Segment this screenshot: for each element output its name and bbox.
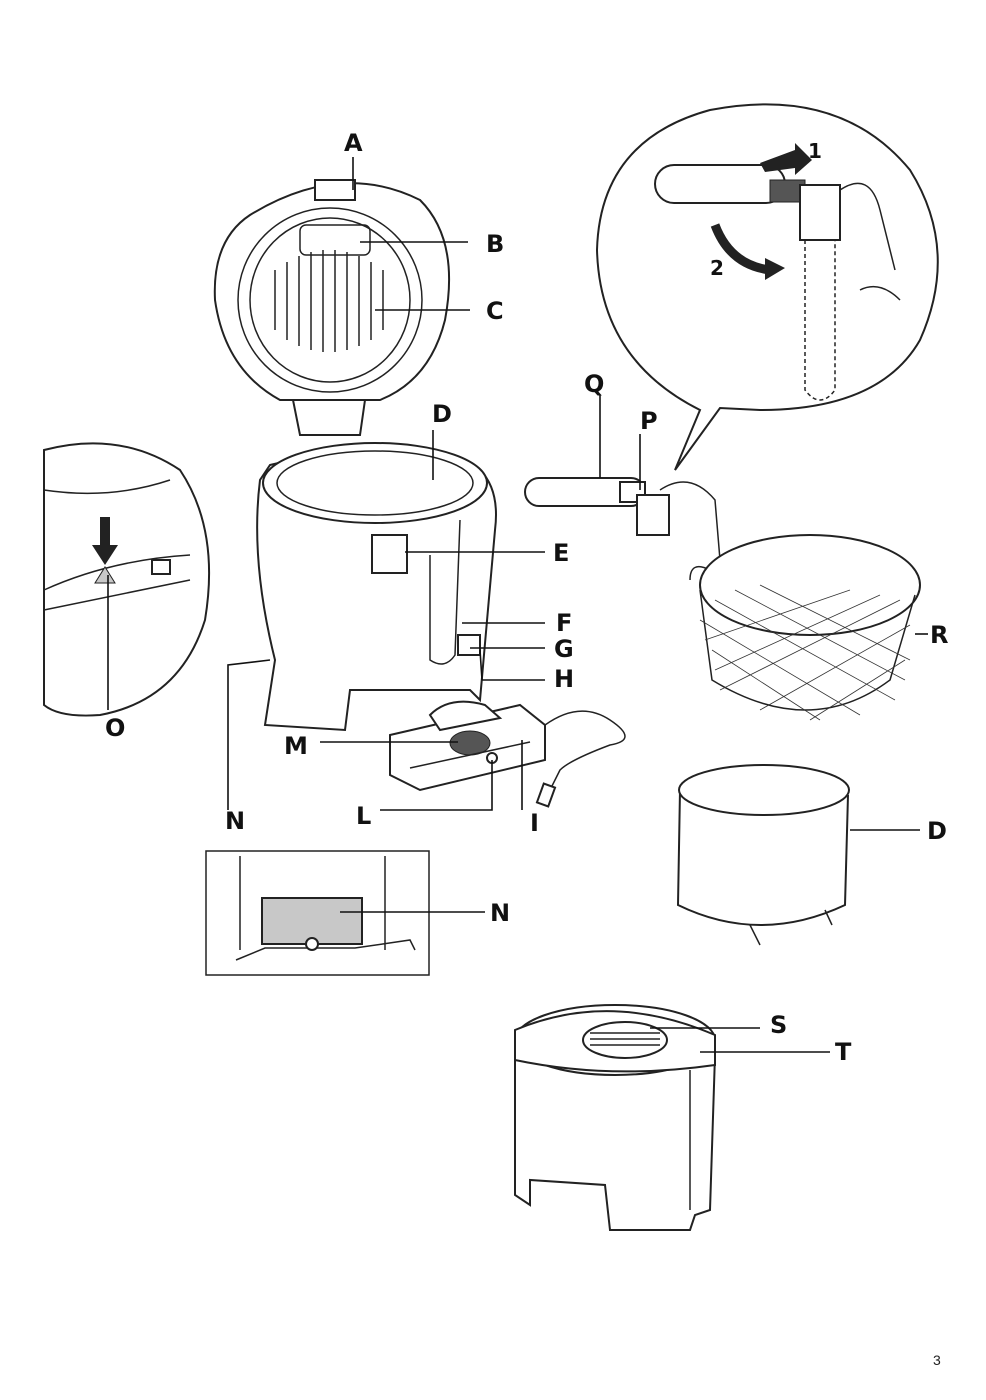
label-e: E bbox=[553, 539, 569, 567]
label-g: G bbox=[554, 635, 574, 663]
label-d-bowl: D bbox=[927, 817, 947, 845]
label-n: N bbox=[225, 807, 245, 835]
control-unit-illustration bbox=[389, 700, 626, 808]
label-f: F bbox=[556, 609, 572, 637]
lid-illustration bbox=[213, 179, 451, 436]
step-2-label: 2 bbox=[710, 256, 724, 280]
label-t: T bbox=[835, 1038, 852, 1066]
removable-bowl-illustration bbox=[676, 764, 850, 946]
leader-lines bbox=[107, 157, 928, 1053]
lid-filter-grill bbox=[274, 250, 384, 352]
label-d: D bbox=[432, 400, 452, 428]
handle-release-callout bbox=[595, 103, 939, 471]
label-r: R bbox=[930, 621, 948, 649]
inset-box-n bbox=[205, 850, 430, 976]
label-p: P bbox=[640, 407, 658, 435]
label-s: S bbox=[770, 1011, 787, 1039]
assembled-fryer-illustration bbox=[514, 1004, 716, 1231]
fryer-body-illustration bbox=[256, 442, 497, 732]
label-b: B bbox=[486, 230, 504, 258]
basket-illustration bbox=[524, 477, 921, 721]
label-h: H bbox=[554, 665, 574, 693]
label-m: M bbox=[284, 732, 308, 760]
label-o: O bbox=[105, 714, 125, 742]
label-l: L bbox=[356, 802, 371, 830]
detail-circle-o bbox=[43, 442, 211, 717]
step-1-label: 1 bbox=[808, 139, 822, 163]
label-i: I bbox=[530, 809, 539, 837]
label-q: Q bbox=[584, 370, 604, 398]
label-n-inset: N bbox=[490, 899, 510, 927]
page-number: 3 bbox=[933, 1352, 941, 1368]
label-a: A bbox=[344, 129, 363, 157]
label-c: C bbox=[486, 297, 504, 325]
